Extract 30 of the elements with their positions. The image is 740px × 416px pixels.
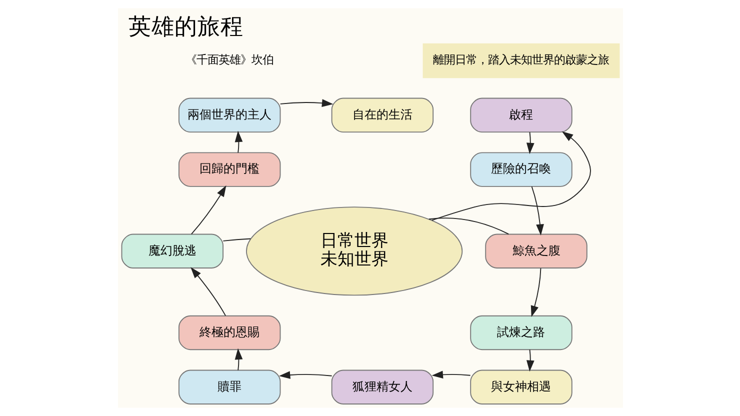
node-box: 終極的恩賜 [178,315,280,350]
arrow [234,130,242,154]
node-box: 回歸的門檻 [178,152,280,187]
label: 《千面英雄》坎伯 [185,54,274,67]
diagram-title: 英雄的旅程 [128,14,243,40]
arrow [278,371,332,379]
node-box: 歷險的召喚 [470,152,572,187]
node-ellipse: 日常世界 未知世界 [246,206,462,296]
arrow [430,131,590,221]
arrow [530,186,544,236]
node-box: 魔幻脫逃 [120,234,223,268]
arrow [234,348,242,371]
arrow [190,185,226,235]
arrow [431,370,470,379]
label: 離開日常，踏入未知世界的啟蒙之旅 [432,54,609,67]
node-box: 自在的生活 [330,98,434,132]
node-box: 與女神相遇 [470,370,572,404]
arrow [526,349,534,372]
arrow [526,132,534,154]
node-box: 狐狸精女人 [330,370,434,404]
node-box: 鯨魚之腹 [484,234,587,268]
arrow [530,268,541,318]
node-box: 啟程 [470,98,572,132]
node-box: 贖罪 [178,370,280,404]
node-box: 兩個世界的主人 [178,98,280,132]
connector [222,238,251,242]
connector [428,218,509,235]
node-box: 試煉之路 [470,315,572,350]
arrow [279,99,333,107]
arrow [190,267,226,316]
